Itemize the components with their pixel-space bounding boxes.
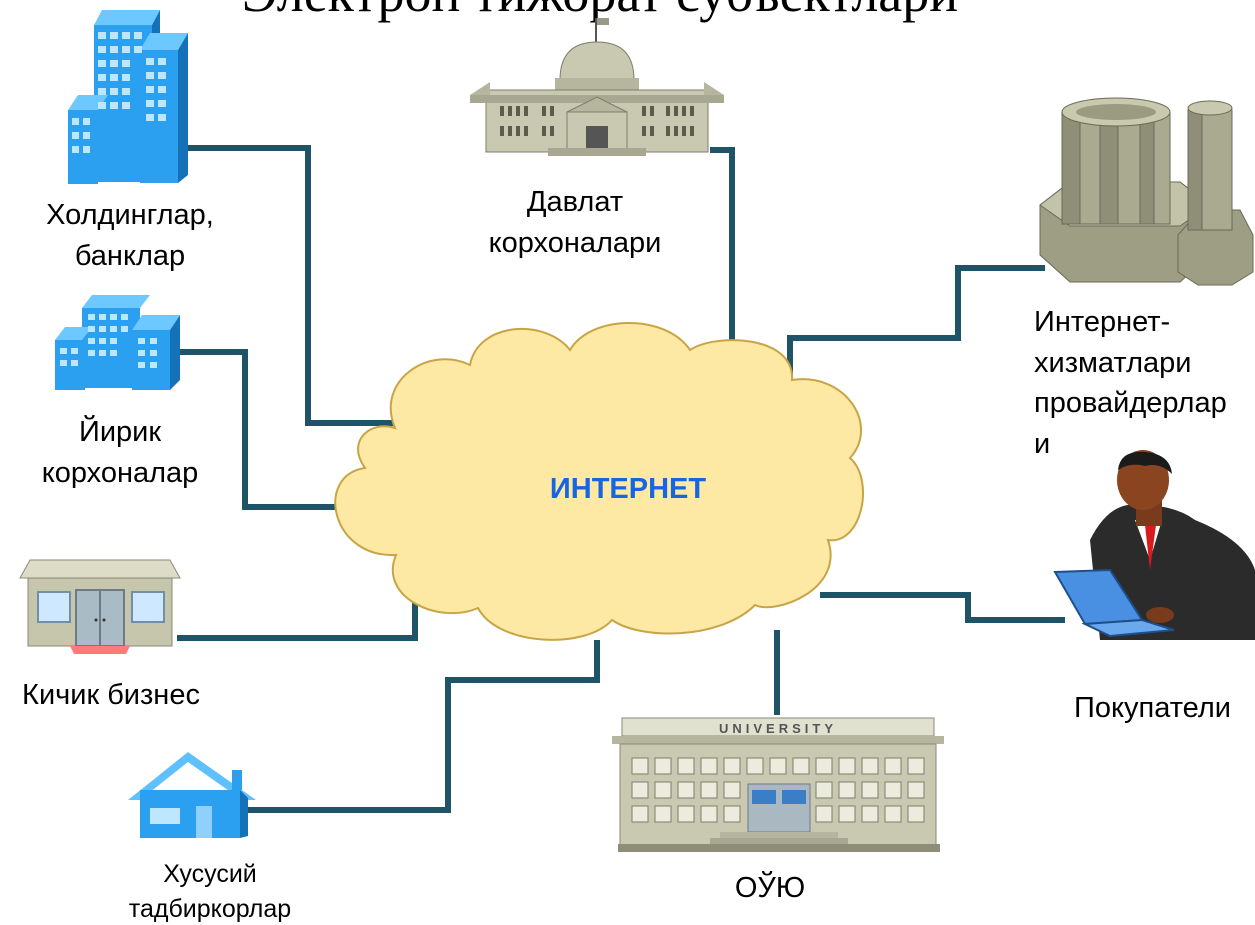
buyer-with-laptop-icon: [1053, 450, 1255, 640]
government-label-line: Давлат: [526, 186, 624, 218]
buyers-label: Покупатели: [1050, 688, 1255, 729]
buyers-label-line: Покупатели: [1074, 692, 1231, 724]
university-window: [884, 757, 902, 775]
government-label-line: корхоналари: [488, 226, 662, 259]
government-building-icon: [470, 18, 724, 156]
connector-buyers: [820, 592, 1065, 623]
university-window: [907, 781, 925, 799]
university-window: [677, 805, 695, 823]
university-window: [769, 757, 787, 775]
government-label: Давлат корхоналари: [465, 182, 685, 263]
entrepreneurs-label-line: Хусусий: [163, 860, 257, 888]
small-business-store-icon: [19, 559, 181, 654]
isp-towers-icon: [1039, 97, 1254, 286]
university-window: [815, 757, 833, 775]
university-window: [838, 781, 856, 799]
large-enterprises-buildings-icon: [55, 295, 180, 390]
university-window: [700, 781, 718, 799]
holdings-label-line: банклар: [74, 239, 186, 272]
holdings-label: Холдинглар, банклар: [20, 195, 240, 276]
small-business-label: Кичик бизнес: [0, 675, 222, 716]
university-window: [861, 805, 879, 823]
large-enterprises-label: Йирик корхоналар: [20, 412, 220, 493]
entrepreneurs-label: Хусусий тадбиркорлар: [100, 857, 320, 925]
university-window: [723, 757, 741, 775]
isp-label-line: и: [1034, 427, 1051, 460]
university-window: [815, 805, 833, 823]
university-window: [631, 805, 649, 823]
holdings-buildings-icon: [68, 10, 188, 184]
university-sign: UNIVERSITY: [719, 721, 837, 736]
university-window: [700, 805, 718, 823]
university-window: [631, 781, 649, 799]
university-window: [884, 781, 902, 799]
isp-label: Интернет- хизматлари провайдерлар и: [1034, 302, 1254, 464]
internet-cloud-label: ИНТЕРНЕТ: [549, 473, 707, 505]
connector-government: [710, 147, 735, 378]
isp-label-line: Интернет-: [1034, 306, 1171, 338]
university-window: [815, 781, 833, 799]
connector-lines: [177, 145, 1065, 813]
internet-cloud: [334, 322, 864, 641]
university-window: [838, 805, 856, 823]
connector-large-enterprises: [178, 349, 340, 510]
connector-small-business: [177, 603, 418, 641]
university-window: [677, 757, 695, 775]
large-enterprises-label-line: Йирик: [78, 416, 162, 448]
university-window: [838, 757, 856, 775]
university-window: [907, 757, 925, 775]
university-window: [723, 805, 741, 823]
university-window: [884, 805, 902, 823]
university-building-icon: UNIVERSITY: [612, 717, 944, 852]
university-window: [654, 757, 672, 775]
university-window: [700, 757, 718, 775]
connector-isp: [787, 265, 1045, 380]
large-enterprises-label-line: корхоналар: [41, 456, 199, 489]
university-label: ОЎЮ: [690, 868, 850, 909]
university-window: [792, 757, 810, 775]
connector-entrepreneurs: [248, 640, 600, 813]
isp-label-line: хизматлари: [1034, 346, 1192, 379]
university-window: [677, 781, 695, 799]
isp-label-line: провайдерлар: [1034, 387, 1227, 420]
university-window: [861, 757, 879, 775]
university-window: [861, 781, 879, 799]
entrepreneurs-label-line: тадбиркорлар: [128, 895, 292, 923]
holdings-label-line: Холдинглар,: [46, 199, 214, 231]
university-window: [746, 757, 764, 775]
university-window: [654, 805, 672, 823]
small-business-label-line: Кичик бизнес: [22, 679, 200, 711]
connector-holdings: [188, 145, 395, 426]
university-window: [723, 781, 741, 799]
university-window: [907, 805, 925, 823]
private-house-icon: [128, 752, 256, 838]
university-window: [631, 757, 649, 775]
university-window: [654, 781, 672, 799]
university-label-line: ОЎЮ: [734, 872, 806, 904]
diagram-title: Электрон тижорат субъектлари: [0, 0, 1200, 24]
